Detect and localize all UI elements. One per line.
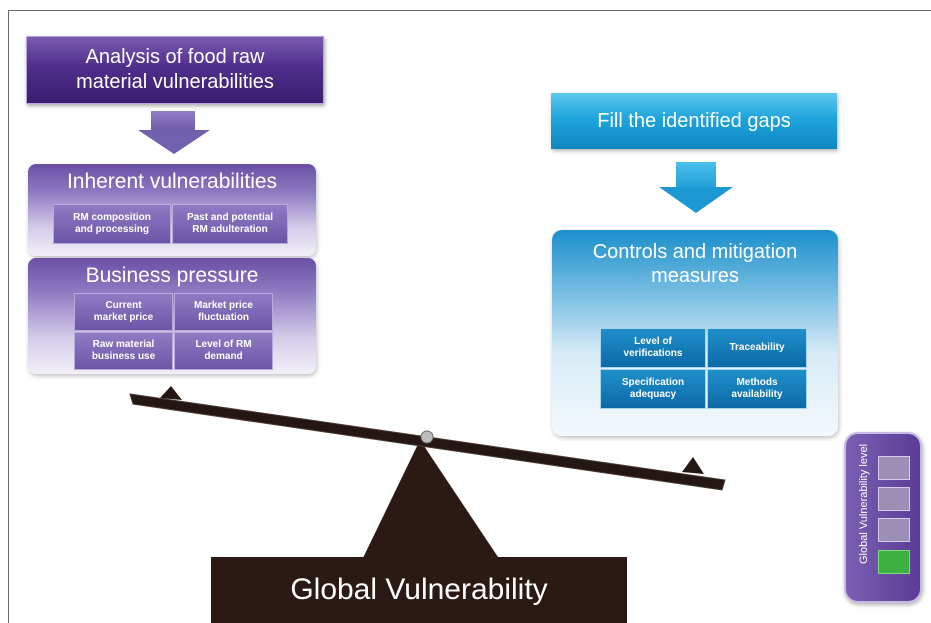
seesaw-pivot [420,430,434,444]
cell-line: Raw material [92,339,155,350]
cell-past-adulteration: Past and potential RM adulteration [172,204,288,244]
cell-line: Specification [621,377,685,388]
cell-level-of-rm-demand: Level of RM demand [174,332,273,370]
cell-line: business use [91,351,156,362]
down-arrow-blue-icon [659,187,733,213]
controls-title: Controls and mitigation measures [552,240,838,288]
cell-line: and processing [75,224,149,235]
gauge-label: Global Vulnerability level [858,443,870,564]
cell-level-of-verifications: Level of verifications [600,328,706,368]
seesaw-fulcrum [362,440,500,560]
down-arrow-purple-shaft [151,111,195,131]
cell-line: Market price [194,300,253,311]
down-arrow-purple-icon [138,130,210,154]
cell-line: market price [93,312,154,323]
inherent-title: Inherent vulnerabilities [66,170,278,193]
cell-methods-availability: Methods availability [707,369,807,409]
cell-line: availability [731,389,783,400]
cell-line: verifications [623,348,683,359]
seesaw-left-tab [160,386,182,400]
cell-market-price-fluctuation: Market price fluctuation [174,293,273,331]
cell-rm-composition: RM composition and processing [53,204,171,244]
cell-line: Traceability [729,342,785,353]
cell-line: fluctuation [197,312,250,323]
cell-line: adequacy [629,389,677,400]
frame-top-border [8,10,931,11]
controls-title-line-2: measures [651,265,739,287]
cell-line: Methods [736,377,778,388]
cell-current-market-price: Current market price [74,293,173,331]
cell-raw-material-business-use: Raw material business use [74,332,173,370]
cell-line: Current [105,300,142,311]
cell-line: demand [204,351,243,362]
global-vulnerability-box: Global Vulnerability [211,557,627,623]
cell-line: Level of [634,336,672,347]
global-vulnerability-label: Global Vulnerability [290,573,548,606]
seesaw-right-tab [682,457,704,474]
cell-line: RM adulteration [192,224,268,235]
fill-gaps-box: Fill the identified gaps [551,93,837,149]
analysis-box: Analysis of food raw material vulnerabil… [26,36,324,104]
gauge-step-2 [878,518,910,542]
gauge-step-3 [878,487,910,511]
business-title: Business pressure [85,264,259,287]
cell-line: RM composition [73,212,151,223]
gauge-step-4 [878,456,910,480]
gauge-step-1-active [878,550,910,574]
frame-left-border [8,10,9,623]
cell-specification-adequacy: Specification adequacy [600,369,706,409]
analysis-line-1: Analysis of food raw [85,46,265,68]
controls-title-line-1: Controls and mitigation [592,241,798,263]
business-pressure-panel: Business pressure Current market price M… [28,258,316,374]
analysis-line-2: material vulnerabilities [76,71,274,93]
controls-panel: Controls and mitigation measures Level o… [552,230,838,436]
cell-line: Level of RM [195,339,252,350]
cell-line: Past and potential [186,212,274,223]
vulnerability-level-gauge: Global Vulnerability level [844,432,922,603]
down-arrow-blue-shaft [676,162,716,188]
cell-traceability: Traceability [707,328,807,368]
fill-gaps-label: Fill the identified gaps [597,109,791,132]
inherent-vulnerabilities-panel: Inherent vulnerabilities RM composition … [28,164,316,256]
